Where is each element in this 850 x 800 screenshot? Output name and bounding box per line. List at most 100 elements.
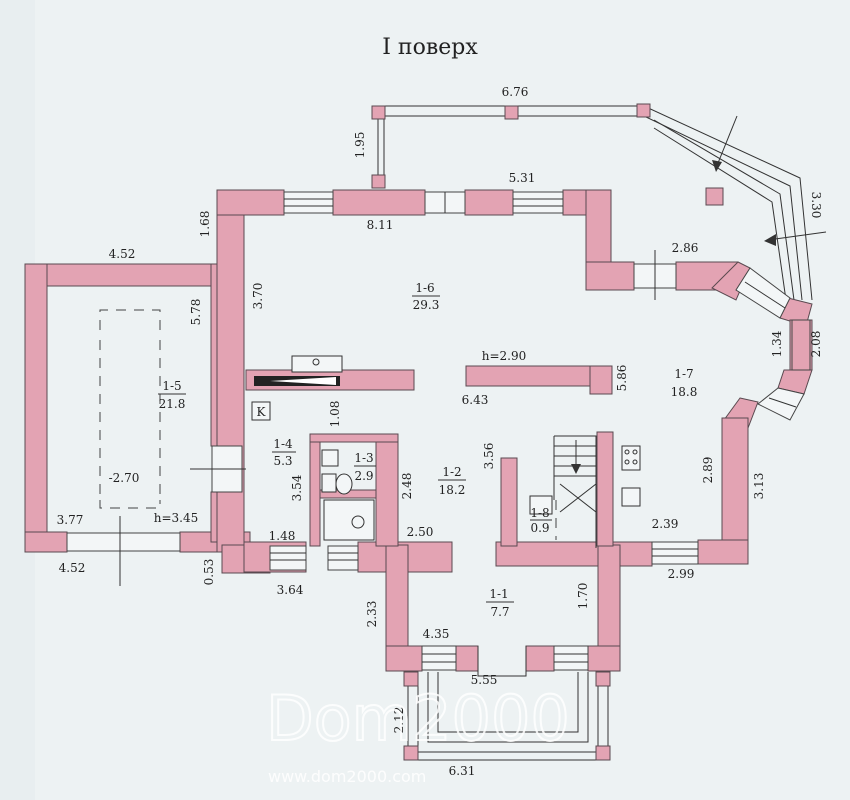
dim-label: 3.54: [290, 474, 304, 501]
garage-door: [66, 532, 181, 552]
dim-label: 2.39: [652, 517, 679, 531]
fireplace: [291, 355, 343, 373]
storage-box: [529, 495, 553, 515]
ceiling-height-garage: h=3.45: [154, 511, 199, 525]
svg-text:18.8: 18.8: [671, 385, 698, 399]
arrow-down-icon: [571, 464, 581, 474]
svg-text:1-8: 1-8: [530, 506, 549, 520]
dim-label: 3.30: [809, 192, 823, 219]
room-1-5: 1-5 21.8: [158, 379, 186, 411]
svg-text:1-5: 1-5: [162, 379, 181, 393]
dim-label: 2.08: [809, 331, 823, 358]
arrow-icon: [712, 160, 722, 172]
svg-text:0.9: 0.9: [530, 521, 549, 535]
fixtures: K: [99, 309, 641, 761]
svg-text:1-3: 1-3: [354, 451, 373, 465]
window: [791, 319, 811, 371]
window: [553, 645, 589, 671]
svg-text:5.3: 5.3: [273, 454, 292, 468]
dim-label: 4.52: [59, 561, 86, 575]
svg-text:2.9: 2.9: [354, 469, 373, 483]
shower-icon: [351, 515, 365, 529]
dim-label: 5.86: [615, 365, 629, 392]
stove: [621, 445, 641, 471]
window: [757, 387, 805, 421]
dim-label: 3.56: [482, 443, 496, 470]
room-1-3: 1-3 2.9: [354, 451, 376, 483]
dim-label: 3.77: [57, 513, 84, 527]
window: [651, 541, 699, 565]
dim-label: 2.99: [668, 567, 695, 581]
window: [735, 267, 791, 319]
floor-title: І поверх: [382, 35, 478, 60]
sink: [321, 449, 339, 467]
terrace-pier: [636, 103, 651, 118]
paper-sheet: [35, 0, 850, 800]
shower: [323, 499, 375, 541]
arrow-icon: [764, 234, 776, 246]
dim-label: 6.31: [449, 764, 476, 778]
watermark-url: www.dom2000.com: [268, 767, 426, 786]
terrace-pier: [371, 105, 386, 120]
dim-label: 2.86: [672, 241, 699, 255]
terrace-pier: [504, 105, 519, 120]
svg-text:1-1: 1-1: [489, 587, 508, 601]
dim-label: 6.76: [502, 85, 529, 99]
dim-label: 0.53: [202, 559, 216, 586]
watermark-logo: Dom2000: [266, 682, 570, 755]
watermark: Dom2000 www.dom2000.com: [265, 681, 571, 786]
svg-text:1-7: 1-7: [674, 367, 693, 381]
dim-label: 8.11: [367, 218, 394, 232]
room-1-1: 1-1 7.7: [486, 587, 514, 619]
garage-floor-level: -2.70: [109, 471, 140, 485]
dim-label: 2.12: [392, 707, 406, 734]
svg-text:29.3: 29.3: [413, 298, 440, 312]
dim-label: 2.48: [400, 473, 414, 500]
room-1-8: 1-8 0.9: [530, 506, 552, 535]
dim-label: 3.64: [277, 583, 304, 597]
svg-text:18.2: 18.2: [439, 483, 466, 497]
kitchen-sink: [621, 487, 641, 507]
terrace: [371, 103, 827, 301]
window: [269, 545, 307, 571]
svg-text:1-4: 1-4: [273, 437, 293, 451]
toilet: [335, 473, 353, 495]
room-1-6: 1-6 29.3: [412, 281, 440, 312]
dim-label: 3.70: [251, 283, 265, 310]
terrace-column: [705, 187, 724, 206]
boiler-label: K: [257, 405, 267, 419]
room-1-2: 1-2 18.2: [438, 465, 466, 497]
terrace-pier: [371, 174, 386, 189]
dim-label: 1.95: [353, 132, 367, 159]
dim-label: 1.08: [328, 401, 342, 428]
ceiling-height-main: h=2.90: [482, 349, 527, 363]
svg-text:1-2: 1-2: [442, 465, 461, 479]
dim-label: 1.34: [770, 330, 784, 357]
dim-label: 2.33: [365, 601, 379, 628]
dimensions: 6.76 1.95 5.31 8.11 1.68 4.52 5.78 3.70 …: [57, 85, 823, 778]
dim-label: 5.78: [189, 299, 203, 326]
dim-label: 2.89: [701, 457, 715, 484]
svg-text:1-6: 1-6: [415, 281, 434, 295]
dim-label: 1.70: [576, 583, 590, 610]
dim-label: 5.31: [509, 171, 536, 185]
svg-text:7.7: 7.7: [490, 605, 509, 619]
room-labels: 1-6 29.3 1-7 18.8 1-5 21.8 1-4 5.3 1-3 2…: [109, 281, 698, 619]
window: [327, 545, 359, 571]
window: [512, 191, 564, 214]
dim-label: 2.50: [407, 525, 434, 539]
svg-text:21.8: 21.8: [159, 397, 186, 411]
boiler-box: [251, 401, 271, 421]
window: [421, 645, 457, 671]
entrance-steps: [407, 672, 609, 761]
stairs: [554, 435, 597, 548]
dim-label: 1.48: [269, 529, 296, 543]
dim-label: 3.13: [752, 473, 766, 500]
dim-label: 1.68: [198, 211, 212, 238]
room-1-7: 1-7 18.8: [671, 367, 698, 399]
dim-label: 6.43: [462, 393, 489, 407]
room-1-4: 1-4 5.3: [272, 437, 296, 468]
windows: [66, 191, 811, 671]
dim-label: 4.35: [423, 627, 450, 641]
dim-label: 4.52: [109, 247, 136, 261]
